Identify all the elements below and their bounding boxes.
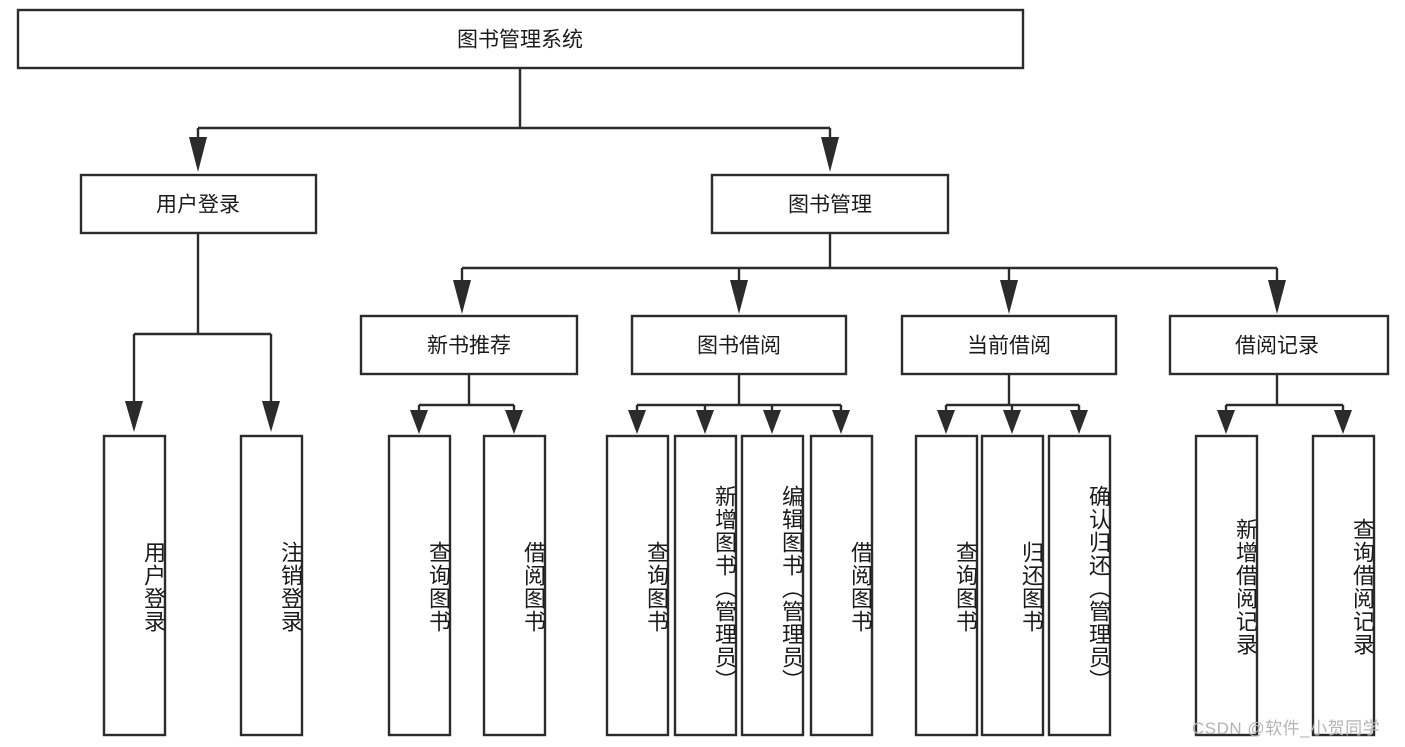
node-book-borrow[interactable]: 图书借阅 bbox=[630, 314, 848, 376]
leaf-node-query-book-2[interactable] bbox=[605, 434, 670, 737]
node-book-manage-label: 图书管理 bbox=[788, 194, 872, 217]
leaf-node-add-record[interactable] bbox=[1194, 434, 1259, 737]
edge-newbook-to-leaves bbox=[410, 374, 523, 434]
node-user-login[interactable]: 用户登录 bbox=[79, 173, 318, 235]
node-book-borrow-label: 图书借阅 bbox=[697, 335, 781, 358]
node-user-login-label: 用户登录 bbox=[156, 194, 240, 217]
edge-bookborrow-to-leaves bbox=[628, 374, 850, 434]
leaf-node-logout[interactable] bbox=[239, 434, 304, 737]
edge-root-to-level2 bbox=[189, 68, 839, 172]
node-current-borrow[interactable]: 当前借阅 bbox=[900, 314, 1118, 376]
leaf-node-return-book[interactable] bbox=[980, 434, 1045, 737]
node-current-borrow-label: 当前借阅 bbox=[967, 335, 1051, 358]
node-borrow-record-label: 借阅记录 bbox=[1235, 335, 1319, 358]
node-borrow-record[interactable]: 借阅记录 bbox=[1168, 314, 1390, 376]
leaf-node-edit-book[interactable] bbox=[740, 434, 805, 737]
leaf-node-query-book-1[interactable] bbox=[387, 434, 452, 737]
edge-userlogin-to-leaves bbox=[125, 233, 280, 432]
leaf-node-user-login[interactable] bbox=[102, 434, 167, 737]
leaf-node-query-book-3[interactable] bbox=[914, 434, 979, 737]
leaf-node-add-book[interactable] bbox=[673, 434, 738, 737]
node-root[interactable]: 图书管理系统 bbox=[16, 8, 1025, 70]
node-book-manage[interactable]: 图书管理 bbox=[710, 173, 950, 235]
edge-borrowrecord-to-leaves bbox=[1217, 374, 1352, 434]
leaf-node-borrow-book-1[interactable] bbox=[482, 434, 547, 737]
leaf-node-borrow-book-2[interactable] bbox=[809, 434, 874, 737]
leaf-node-confirm-return[interactable] bbox=[1047, 434, 1112, 737]
node-new-book-recommend[interactable]: 新书推荐 bbox=[359, 314, 579, 376]
node-new-book-recommend-label: 新书推荐 bbox=[427, 335, 511, 358]
leaf-node-query-record[interactable] bbox=[1311, 434, 1376, 737]
csdn-watermark: CSDN @软件_小贺同学 bbox=[1192, 719, 1381, 738]
edge-bookmanage-to-level3 bbox=[453, 233, 1286, 314]
edge-currentborrow-to-leaves bbox=[937, 374, 1088, 434]
node-root-label: 图书管理系统 bbox=[457, 29, 583, 52]
